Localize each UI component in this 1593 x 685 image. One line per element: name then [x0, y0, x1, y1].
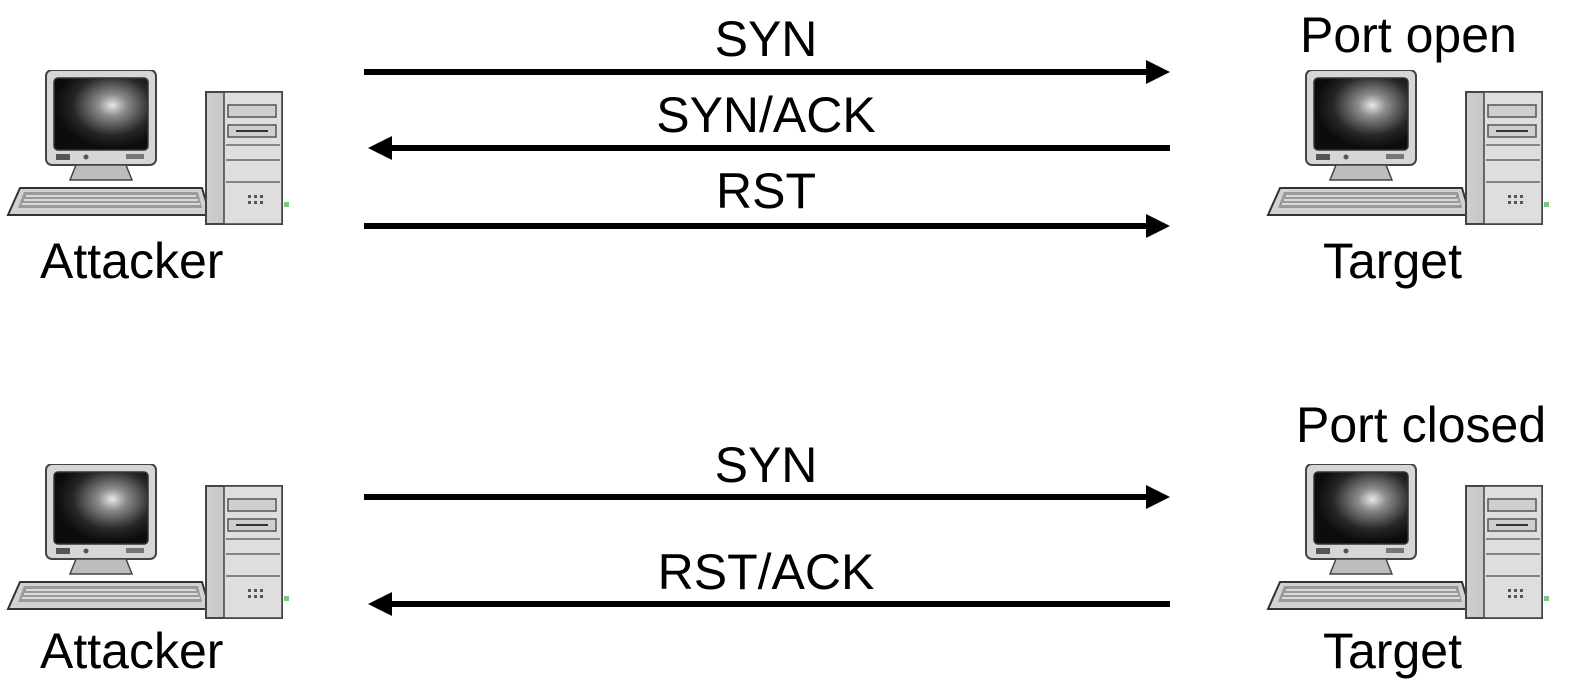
syn-arrow-right: [364, 485, 1170, 509]
target-computer-icon: [1266, 464, 1556, 619]
target-computer-icon: [1266, 70, 1556, 225]
target-label: Target: [1323, 233, 1462, 289]
rst-arrow-right: [364, 214, 1170, 238]
message-syn-label: SYN: [714, 11, 818, 67]
message-syn-label: SYN: [714, 437, 818, 493]
synack-arrow-left: [368, 136, 1170, 160]
target-label: Target: [1323, 623, 1462, 679]
port-closed-label: Port closed: [1296, 397, 1547, 453]
attacker-computer-icon: [6, 464, 296, 619]
rstack-arrow-left: [368, 592, 1170, 616]
message-synack-label: SYN/ACK: [656, 87, 876, 143]
port-open-label: Port open: [1300, 7, 1517, 63]
attacker-computer-icon: [6, 70, 296, 225]
attacker-label: Attacker: [40, 233, 224, 289]
message-rst-label: RST: [716, 163, 816, 219]
attacker-label: Attacker: [40, 623, 224, 679]
message-rstack-label: RST/ACK: [657, 544, 875, 600]
syn-arrow-right: [364, 60, 1170, 84]
